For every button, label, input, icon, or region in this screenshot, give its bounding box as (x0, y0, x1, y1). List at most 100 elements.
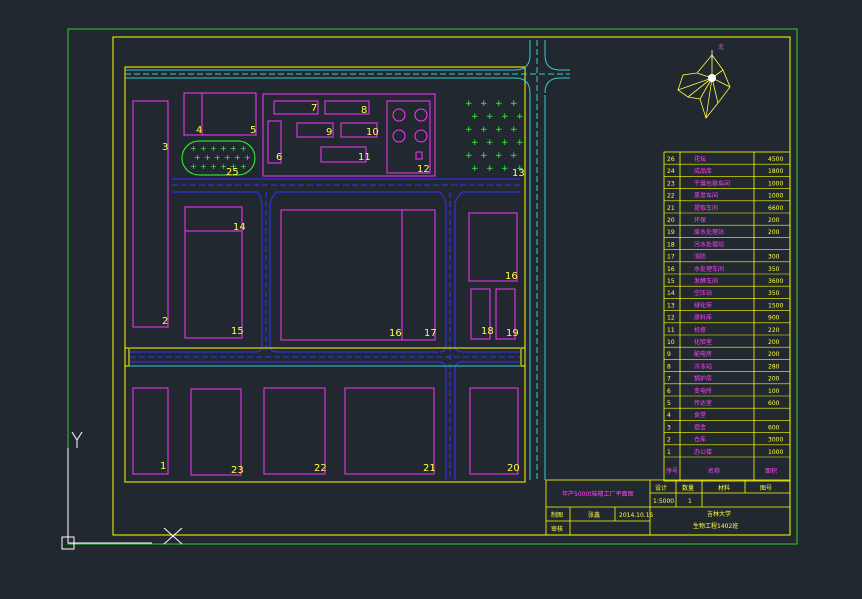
svg-text:+: + (471, 164, 479, 174)
svg-text:+: + (244, 153, 251, 162)
building-number-label: 18 (481, 326, 494, 337)
svg-text:1:5000: 1:5000 (653, 498, 674, 505)
legend-area: 200 (768, 376, 780, 383)
legend-no: 10 (667, 339, 675, 346)
legend-no: 16 (667, 266, 675, 273)
svg-text:+: + (220, 162, 227, 171)
building-number-label: 5 (250, 125, 256, 136)
legend-area: 1000 (768, 180, 783, 187)
svg-text:1: 1 (688, 498, 692, 505)
roads-internal (124, 178, 526, 480)
legend-name: 锅炉房 (694, 375, 712, 383)
legend-area: 600 (768, 400, 780, 407)
legend-name: 空压站 (694, 289, 712, 297)
legend-area: 900 (768, 315, 780, 322)
legend-area: 1000 (768, 193, 783, 200)
building-1 (132, 387, 169, 475)
legend-no: 18 (667, 241, 675, 248)
legend-name: 干燥包装车间 (694, 179, 730, 187)
legend-no: 5 (667, 400, 671, 407)
flower-bed-25 (181, 140, 256, 176)
building-22 (344, 387, 435, 475)
building-2 (132, 100, 169, 328)
legend-name: 发酵车间 (694, 277, 718, 285)
legend-no: 3 (667, 424, 671, 431)
legend-area: 600 (768, 424, 780, 431)
site-boundary (124, 66, 526, 483)
svg-text:+: + (516, 164, 524, 174)
building-number-label: 4 (196, 125, 202, 136)
legend-no: 14 (667, 290, 675, 297)
svg-text:+: + (465, 151, 473, 161)
legend-no: 11 (667, 327, 675, 334)
svg-text:+: + (210, 162, 217, 171)
legend-name: 原料库 (694, 314, 712, 322)
legend-no: 4 (667, 412, 671, 419)
outer-frame (67, 28, 798, 545)
legend-name: 食堂 (694, 411, 706, 419)
legend-area: 200 (768, 229, 780, 236)
legend-area: 3600 (768, 278, 783, 285)
svg-text:+: + (200, 144, 207, 153)
svg-text:+: + (190, 162, 197, 171)
building-14-15 (184, 206, 243, 339)
legend-name: 环保 (694, 216, 706, 224)
building-number-label: 12 (417, 164, 430, 175)
legend-name: 花坛 (694, 155, 706, 163)
building-4-5 (183, 92, 257, 136)
legend-no: 26 (667, 156, 675, 163)
legend-header-area: 面积 (765, 467, 777, 475)
north-arrow-icon (677, 50, 731, 119)
legend-no: 22 (667, 193, 675, 200)
building-number-label: 13 (512, 168, 525, 179)
building-number-label: 22 (314, 463, 327, 474)
building-number-label: 2 (162, 316, 168, 327)
svg-text:+: + (480, 99, 488, 109)
drawing-title: 年产5000t味精工厂平面图 (562, 490, 634, 498)
legend-area: 350 (768, 290, 780, 297)
svg-text:+: + (501, 112, 509, 122)
svg-text:+: + (501, 164, 509, 174)
svg-text:+: + (230, 162, 237, 171)
svg-text:+: + (224, 153, 231, 162)
svg-text:吉林大学: 吉林大学 (707, 510, 731, 518)
building-number-label: 1 (160, 461, 166, 472)
svg-text:+: + (510, 151, 518, 161)
svg-text:+: + (465, 99, 473, 109)
legend-no: 17 (667, 254, 675, 261)
svg-text:+: + (240, 144, 247, 153)
building-23 (263, 387, 326, 475)
legend-name: 废水处理站 (694, 228, 724, 236)
svg-text:+: + (480, 151, 488, 161)
svg-text:+: + (234, 153, 241, 162)
legend-no: 13 (667, 302, 675, 309)
svg-text:设计: 设计 (655, 484, 667, 492)
svg-text:+: + (471, 138, 479, 148)
svg-text:+: + (516, 112, 524, 122)
buildings (132, 92, 519, 476)
building-number-label: 8 (361, 105, 367, 116)
svg-text:+: + (495, 99, 503, 109)
svg-text:+: + (465, 125, 473, 135)
svg-text:+: + (194, 153, 201, 162)
building-16-17 (280, 209, 436, 341)
legend-no: 23 (667, 180, 675, 187)
legend-area: 1800 (768, 168, 783, 175)
legend-name: 消防 (694, 253, 706, 261)
building-21 (469, 387, 519, 475)
building-number-label: 19 (506, 328, 519, 339)
svg-text:图号: 图号 (760, 485, 772, 492)
legend-name: 宿舍 (694, 423, 706, 431)
svg-text:+: + (220, 144, 227, 153)
legend-no: 19 (667, 229, 675, 236)
legend-name: 绿化带 (694, 301, 712, 309)
legend-area: 350 (768, 266, 780, 273)
legend-area: 200 (768, 351, 780, 358)
building-number-label: 3 (162, 142, 168, 153)
legend-name: 配电房 (694, 350, 712, 358)
legend-no: 1 (667, 449, 671, 456)
building-number-label: 11 (358, 152, 371, 163)
legend-header-no: 序号 (666, 467, 678, 475)
